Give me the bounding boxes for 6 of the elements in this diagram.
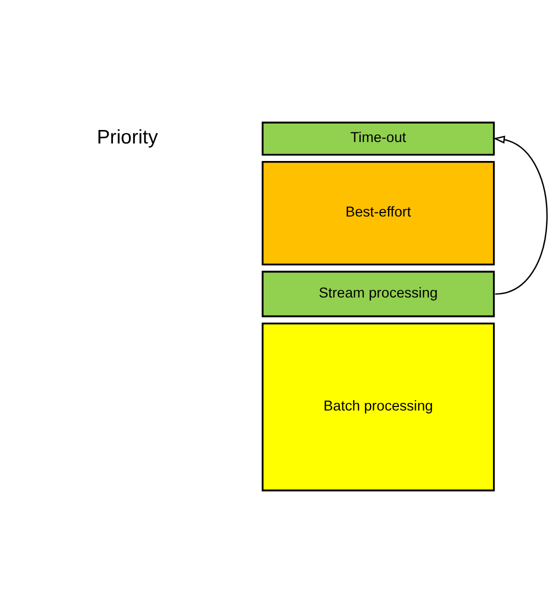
node-box: Time-out [262, 121, 495, 156]
arrow [493, 135, 548, 294]
label: Priority [96, 126, 158, 148]
node-box: Batch processing [262, 322, 495, 491]
node-box: Best-effort [262, 160, 495, 265]
node-box: Stream processing [262, 270, 495, 317]
